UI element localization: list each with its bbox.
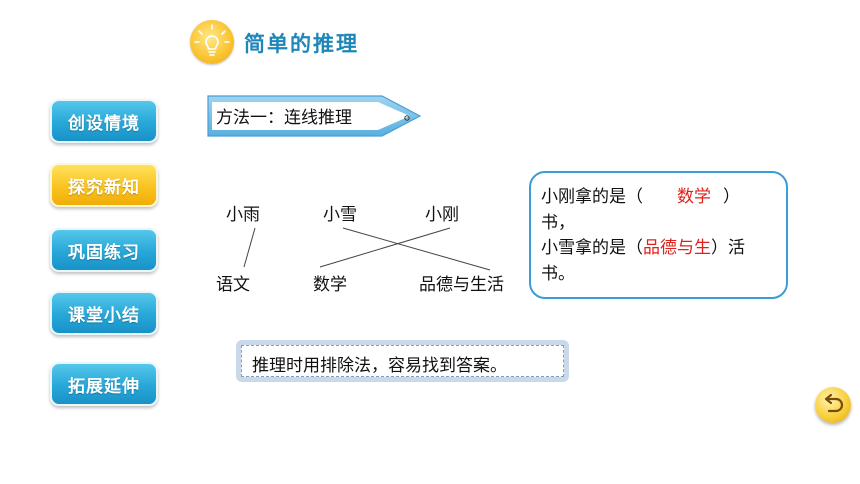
method-label: 方法一：连线推理	[216, 108, 352, 128]
sidebar-item-summary[interactable]: 课堂小结	[50, 291, 158, 335]
answer-box	[529, 171, 788, 299]
answer-line-1-prefix: 小刚拿的是（	[541, 187, 643, 207]
back-button[interactable]	[815, 387, 851, 423]
answer-line-1-suffix: ）	[723, 187, 740, 207]
return-arrow-icon	[824, 393, 844, 413]
answer-morality: 品德与生	[643, 238, 711, 258]
subject-morality: 品德与生活	[419, 275, 504, 295]
name-xiaoyu: 小雨	[226, 205, 260, 225]
answer-line-2: 书，	[541, 213, 575, 233]
answer-math: 数学	[677, 187, 711, 207]
answer-line-4: 书。	[541, 264, 575, 284]
sidebar-item-extension[interactable]: 拓展延伸	[50, 362, 158, 406]
sidebar-item-practice[interactable]: 巩固练习	[50, 228, 158, 272]
conclusion-text: 推理时用排除法，容易找到答案。	[252, 356, 507, 376]
connection-lines	[243, 227, 491, 271]
subject-chinese: 语文	[216, 275, 250, 295]
name-xiaoxue: 小雪	[323, 205, 357, 225]
lightbulb-icon	[190, 20, 234, 64]
method-banner	[207, 95, 422, 137]
answer-line-3: 小雪拿的是（品德与生）活	[541, 233, 745, 258]
name-xiaogang: 小刚	[425, 205, 459, 225]
sidebar-item-explore[interactable]: 探究新知	[50, 163, 158, 207]
subject-math: 数学	[313, 275, 347, 295]
conclusion-frame: 推理时用排除法，容易找到答案。	[241, 345, 564, 377]
page-title: 简单的推理	[244, 32, 359, 56]
answer-line-3-suffix: ）活	[711, 238, 745, 258]
answer-line-1: 小刚拿的是（ 数学 ）	[541, 182, 740, 207]
sidebar-item-scenario[interactable]: 创设情境	[50, 99, 158, 143]
answer-line-3-prefix: 小雪拿的是（	[541, 238, 643, 258]
conclusion-box: 推理时用排除法，容易找到答案。	[236, 340, 569, 382]
